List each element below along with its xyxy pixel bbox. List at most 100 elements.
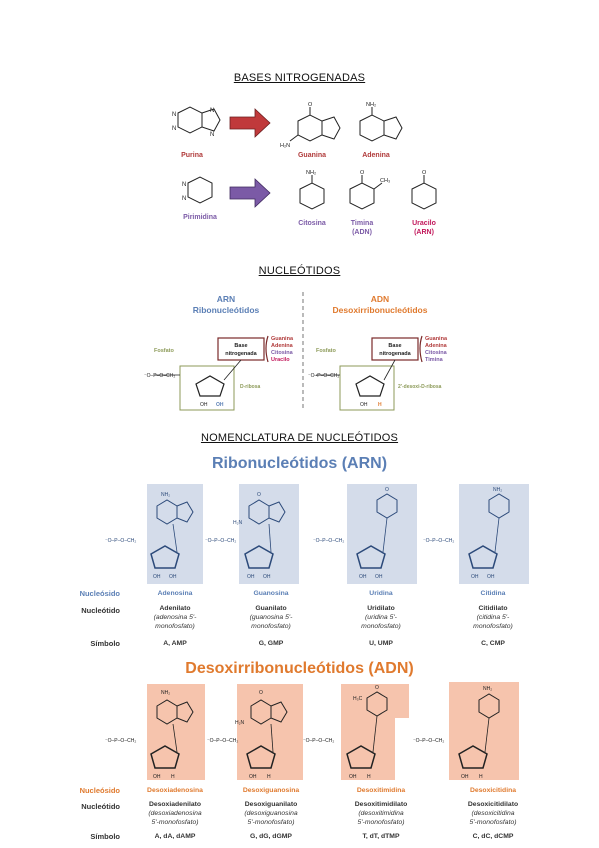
svg-text:OH: OH <box>263 574 271 580</box>
arn-ribose-ring <box>195 375 225 397</box>
ribo-nucleosido-1: Guanosina <box>253 590 289 597</box>
adenine-structure: NH₂ <box>359 102 403 142</box>
svg-text:N: N <box>182 196 186 202</box>
svg-text:OH: OH <box>375 574 383 580</box>
svg-text:NH₂: NH₂ <box>493 487 502 493</box>
arn-base-uracilo: Uracilo <box>271 357 290 363</box>
uracilo-label: Uracilo <box>412 220 436 227</box>
nucleotidos-title: NUCLEÓTIDOS <box>258 265 341 277</box>
desoxi-simbolo-3: C, dC, dCMP <box>472 833 514 840</box>
desoxi-simbolo-2: T, dT, dTMP <box>362 833 400 840</box>
nomenclatura-title: NOMENCLATURA DE NUCLEÓTIDOS <box>200 432 399 444</box>
desoxi-nucleosido-3: Desoxicitidina <box>469 787 517 794</box>
svg-text:N: N <box>172 112 176 118</box>
svg-text:OH: OH <box>487 574 495 580</box>
svg-text:H₂N: H₂N <box>235 720 245 726</box>
ribo-row-label-nucleosido: Nucleósido <box>79 589 120 598</box>
ribo-simbolo-2: U, UMP <box>369 640 393 647</box>
svg-text:OH: OH <box>461 774 469 780</box>
svg-text:H: H <box>378 402 382 408</box>
svg-text:⁻O–P–O–CH₂: ⁻O–P–O–CH₂ <box>105 738 136 744</box>
svg-text:NH₂: NH₂ <box>483 686 492 692</box>
ribo-structures: NH₂ ⁻O–P–O–CH₂ OH OH O H₂N ⁻O–P–O–CH₂ OH… <box>105 484 529 584</box>
arn-base-box-line1: Base <box>234 343 247 349</box>
guanina-label: Guanina <box>298 152 326 159</box>
svg-text:OH: OH <box>200 402 208 408</box>
ribo-row-label-nucleotido: Nucleótido <box>81 606 120 615</box>
desoxi-structures: NH₂ ⁻O–P–O–CH₂ OH H O H₂N ⁻O–P–O–CH₂ OH … <box>105 682 519 780</box>
svg-text:N: N <box>182 182 186 188</box>
svg-text:H: H <box>267 774 271 780</box>
citosina-label: Citosina <box>298 220 326 227</box>
svg-text:⁻O–P–O–CH₂: ⁻O–P–O–CH₂ <box>144 373 175 379</box>
ribo-title: Ribonucleótidos (ARN) <box>211 455 388 472</box>
svg-text:H₂N: H₂N <box>280 143 290 149</box>
ribo-guanosine-structure: O H₂N ⁻O–P–O–CH₂ OH OH <box>205 484 299 584</box>
ribo-nucleotido-0: Adenilato(adenosina 5'-monofosfato) <box>153 605 197 630</box>
uracil-structure: O <box>411 170 437 210</box>
desoxi-title: Desoxirribonucleótidos (ADN) <box>185 660 414 677</box>
svg-text:O: O <box>360 170 365 176</box>
svg-text:NH₂: NH₂ <box>161 690 170 696</box>
svg-text:⁻O–P–O–CH₂: ⁻O–P–O–CH₂ <box>105 538 136 544</box>
svg-text:⁻O–P–O–CH₂: ⁻O–P–O–CH₂ <box>207 738 238 744</box>
svg-text:O: O <box>259 690 263 696</box>
adn-base-box-line1: Base <box>388 343 401 349</box>
desoxi-adenosine-structure: NH₂ ⁻O–P–O–CH₂ OH H <box>105 684 205 780</box>
svg-text:NH₂: NH₂ <box>161 492 170 498</box>
ribo-nucleotido-2: Uridilato(uridina 5'-monofosfato) <box>361 605 401 630</box>
svg-text:OH: OH <box>169 574 177 580</box>
arn-sugar-box <box>179 365 235 411</box>
desoxi-row-label-simbolo: Símbolo <box>90 832 120 841</box>
ribo-adenosine-structure: NH₂ ⁻O–P–O–CH₂ OH OH <box>105 484 203 584</box>
svg-text:⁻O–P–O–CH₂: ⁻O–P–O–CH₂ <box>205 538 236 544</box>
svg-text:NH₂: NH₂ <box>306 170 316 176</box>
svg-text:OH: OH <box>359 574 367 580</box>
svg-text:⁻O–P–O–CH₂: ⁻O–P–O–CH₂ <box>313 538 344 544</box>
bases-diagram: N N N N Purina O H₂N Guanina NH₂ Adenina… <box>172 102 437 236</box>
svg-text:⁻O–P–O–CH₂: ⁻O–P–O–CH₂ <box>303 738 334 744</box>
purine-structure: N N N N <box>172 106 221 138</box>
nucleotides-diagram: ARN Ribonucleótidos Base nitrogenada Gua… <box>144 292 448 411</box>
desoxi-nucleosido-1: Desoxiguanosina <box>242 787 300 794</box>
ribo-simbolo-0: A, AMP <box>163 640 187 647</box>
svg-text:⁻O–P–O–CH₂: ⁻O–P–O–CH₂ <box>423 538 454 544</box>
svg-text:N: N <box>172 126 176 132</box>
adn-base-adenina: Adenina <box>425 343 448 349</box>
ribo-uridine-structure: O ⁻O–P–O–CH₂ OH OH <box>313 484 417 584</box>
arn-title: ARN <box>217 294 235 304</box>
adn-base-guanina: Guanina <box>425 336 448 342</box>
pirimidina-label: Pirimidina <box>183 214 217 221</box>
adn-ribose-ring <box>355 375 385 397</box>
svg-text:OH: OH <box>153 574 161 580</box>
svg-text:CH₃: CH₃ <box>380 178 390 184</box>
adenina-label: Adenina <box>362 152 390 159</box>
svg-text:O: O <box>257 492 261 498</box>
svg-text:H: H <box>367 774 371 780</box>
svg-text:OH: OH <box>153 774 161 780</box>
thymine-structure: O CH₃ <box>349 170 390 210</box>
adn-sugar-box <box>339 365 395 411</box>
ribo-row-label-simbolo: Símbolo <box>90 639 120 648</box>
svg-text:OH: OH <box>247 574 255 580</box>
arn-subtitle: Ribonucleótidos <box>193 305 260 315</box>
arn-d-ribosa-label: D-ribosa <box>240 384 261 390</box>
desoxi-simbolo-0: A, dA, dAMP <box>154 833 196 840</box>
svg-text:OH: OH <box>360 402 368 408</box>
desoxi-thymidine-structure: O H₃C ⁻O–P–O–CH₂ OH H <box>303 684 409 780</box>
adn-base-citosina: Citosina <box>425 350 448 356</box>
timina-label: Timina <box>351 220 374 227</box>
desoxi-cytidine-structure: NH₂ ⁻O–P–O–CH₂ OH H <box>413 682 519 780</box>
pyrimidine-structure: N N <box>182 176 213 204</box>
svg-text:⁻O–P–O–CH₂: ⁻O–P–O–CH₂ <box>308 373 339 379</box>
arn-base-box-line2: nitrogenada <box>225 351 257 357</box>
svg-text:OH: OH <box>471 574 479 580</box>
desoxi-row-label-nucleosido: Nucleósido <box>79 786 120 795</box>
svg-text:O: O <box>422 170 427 176</box>
svg-text:O: O <box>385 487 389 493</box>
adn-subtitle: Desoxirribonucleótidos <box>333 305 428 315</box>
pyrimidine-arrow <box>229 178 271 208</box>
